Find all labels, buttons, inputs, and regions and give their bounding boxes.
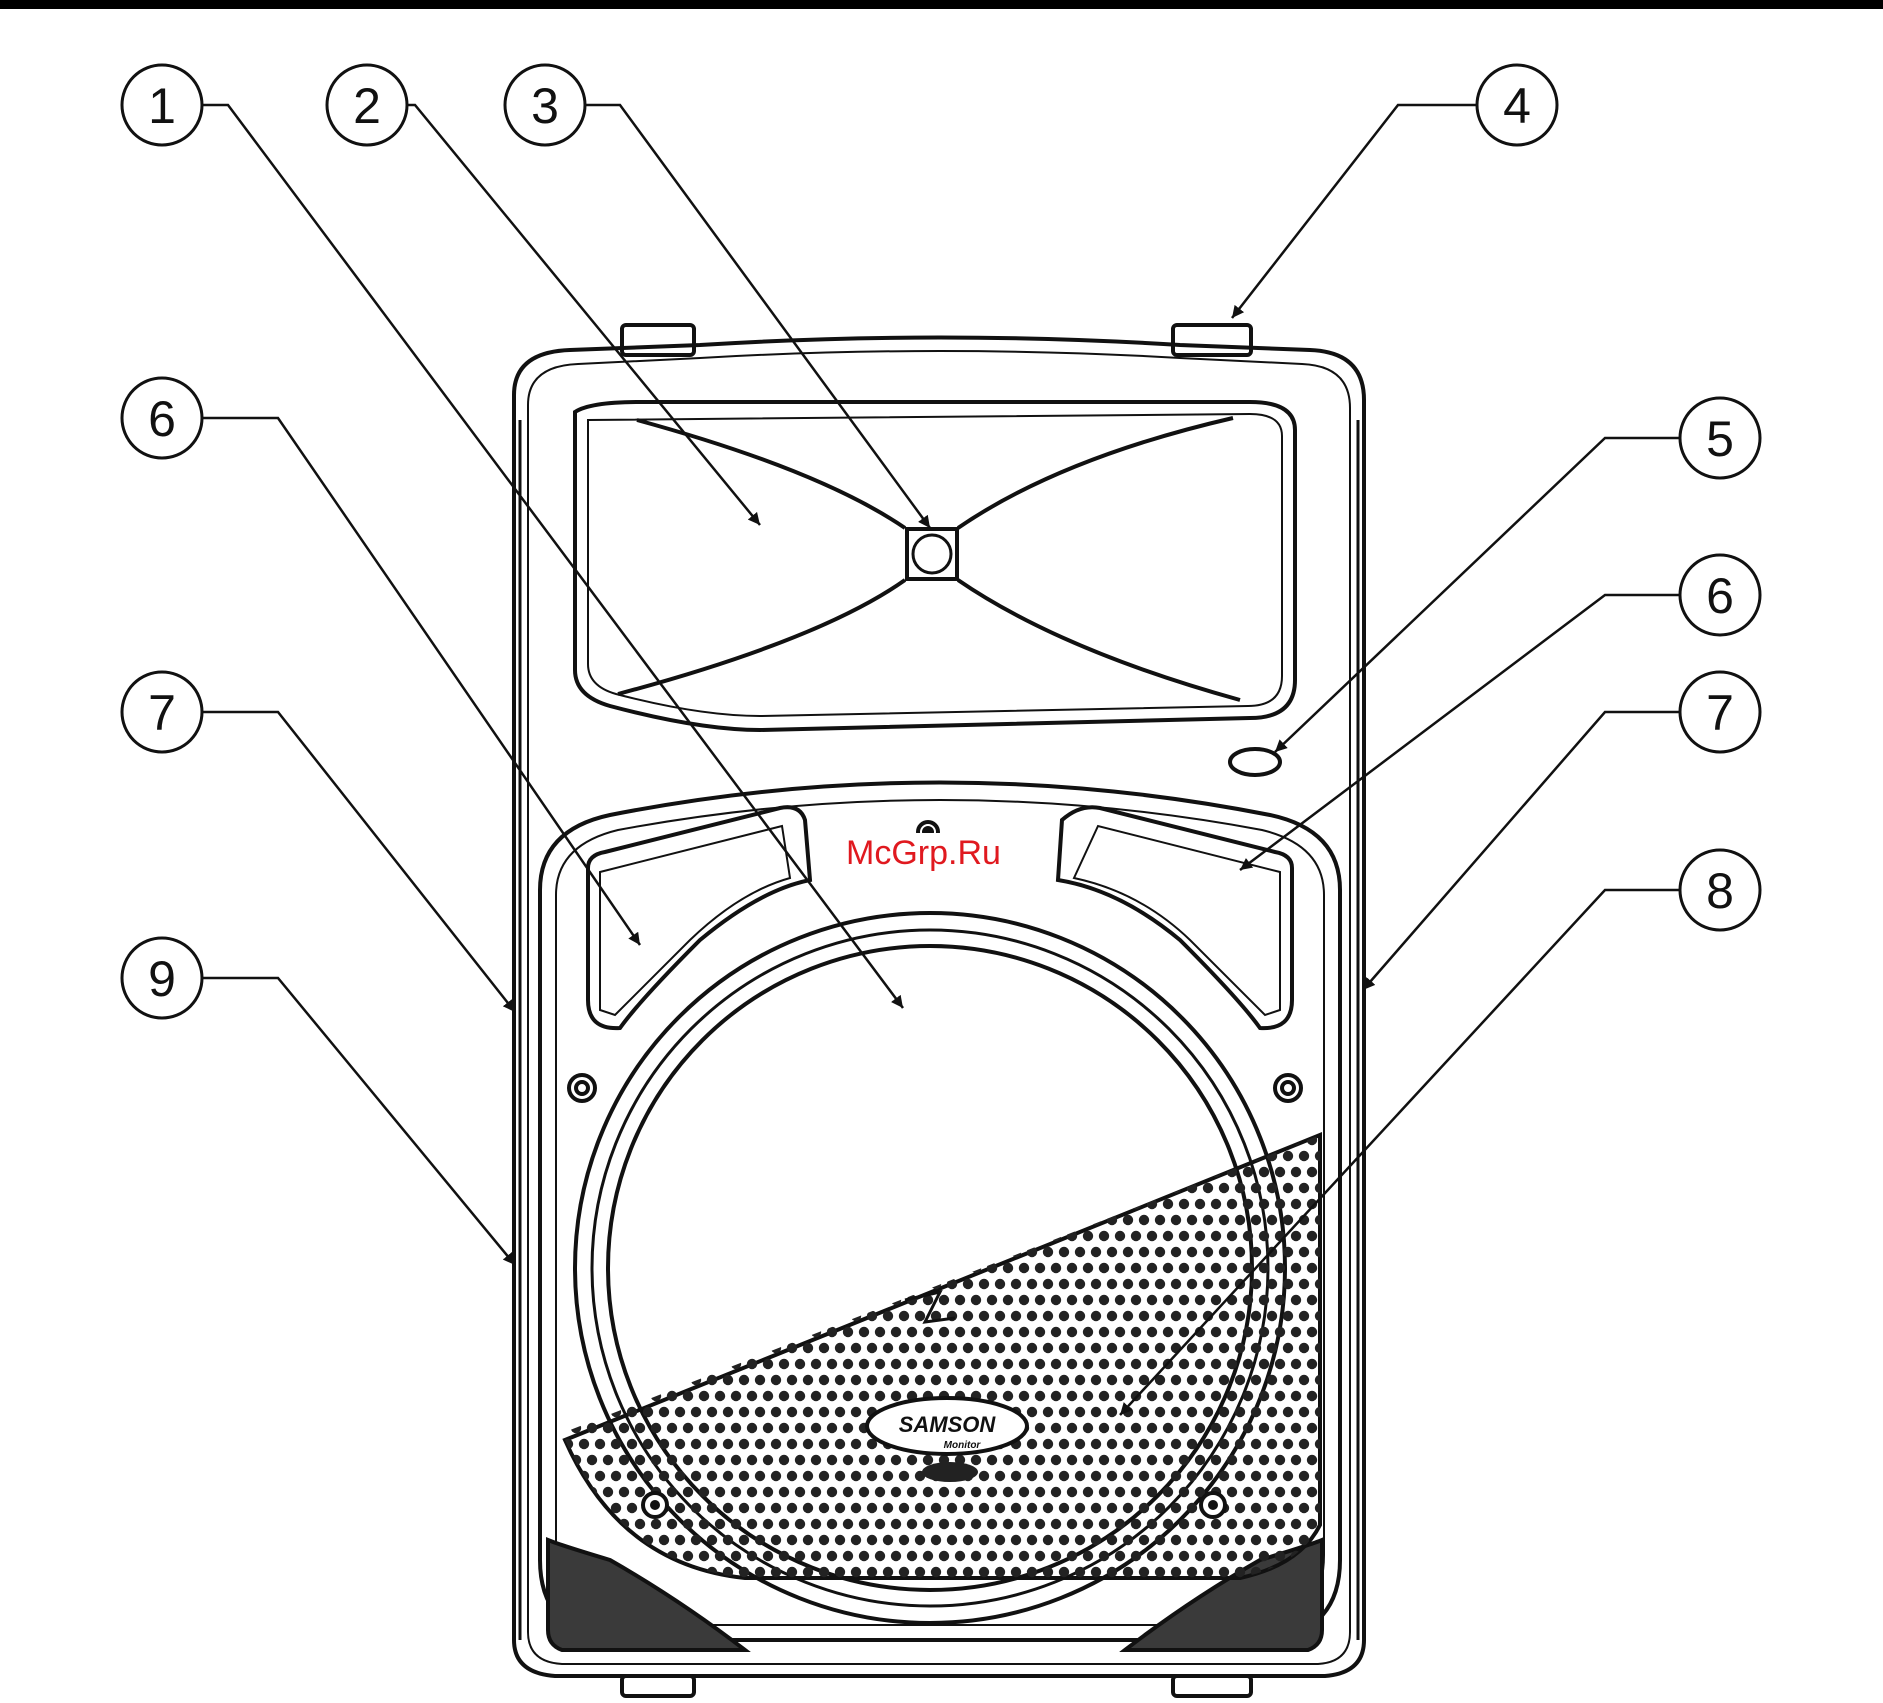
- callout-number: 1: [148, 78, 176, 134]
- horn-flare-lower-right: [958, 580, 1240, 700]
- bottom-foot-left: [622, 1676, 694, 1696]
- callout-number: 7: [1706, 685, 1734, 741]
- samson-logo: SAMSON Monitor: [867, 1398, 1027, 1482]
- callout-number: 6: [148, 391, 176, 447]
- horn-throat-circle: [913, 535, 951, 573]
- callout-number: 6: [1706, 568, 1734, 624]
- baffle-screw-left: [569, 1075, 595, 1101]
- top-fitting-left: [622, 325, 694, 355]
- callout-leader-arrow: [202, 105, 903, 1008]
- callout-number: 9: [148, 951, 176, 1007]
- left-handle-cutout-inner: [600, 826, 790, 1015]
- callout-leader-arrow: [202, 978, 515, 1265]
- horn-flare-upper-left: [637, 420, 905, 528]
- callout-number: 8: [1706, 863, 1734, 919]
- callout-number: 2: [353, 78, 381, 134]
- lower-baffle: [540, 783, 1340, 1651]
- callout-leader-arrow: [585, 105, 930, 528]
- callout-number: 3: [531, 78, 559, 134]
- callout-number: 5: [1706, 411, 1734, 467]
- top-fitting-right: [1173, 325, 1251, 355]
- callout-leader-arrow: [1232, 105, 1477, 318]
- callout-6: 6: [122, 378, 640, 945]
- logo-model-badge: [922, 1462, 978, 1482]
- callout-4: 4: [1232, 65, 1557, 318]
- woofer-ring-outer: [575, 913, 1285, 1623]
- logo-brand-text: SAMSON: [899, 1412, 997, 1437]
- baffle-screw-right: [1275, 1075, 1301, 1101]
- horn-assembly: [575, 402, 1295, 730]
- callout-number: 4: [1503, 78, 1531, 134]
- power-led: [1230, 749, 1280, 775]
- callout-number: 7: [148, 685, 176, 741]
- callout-9: 7: [1363, 672, 1760, 990]
- callout-3: 3: [505, 65, 930, 528]
- right-handle-cutout: [1058, 807, 1292, 1028]
- callout-11: 9: [122, 938, 515, 1265]
- watermark-text: McGrp.Ru: [846, 834, 1001, 872]
- callout-leader-arrow: [1363, 712, 1680, 990]
- right-handle-cutout-inner: [1074, 826, 1280, 1015]
- horn-flare-lower-left: [618, 580, 905, 694]
- callout-leader-arrow: [407, 105, 760, 525]
- logo-sub-text: Monitor: [944, 1440, 982, 1451]
- bottom-foot-right: [1173, 1676, 1251, 1696]
- callout-leader-arrow: [202, 712, 515, 1012]
- horn-flare-upper-right: [958, 418, 1233, 528]
- horn-outline: [575, 402, 1295, 730]
- callout-leader-arrow: [1120, 890, 1680, 1415]
